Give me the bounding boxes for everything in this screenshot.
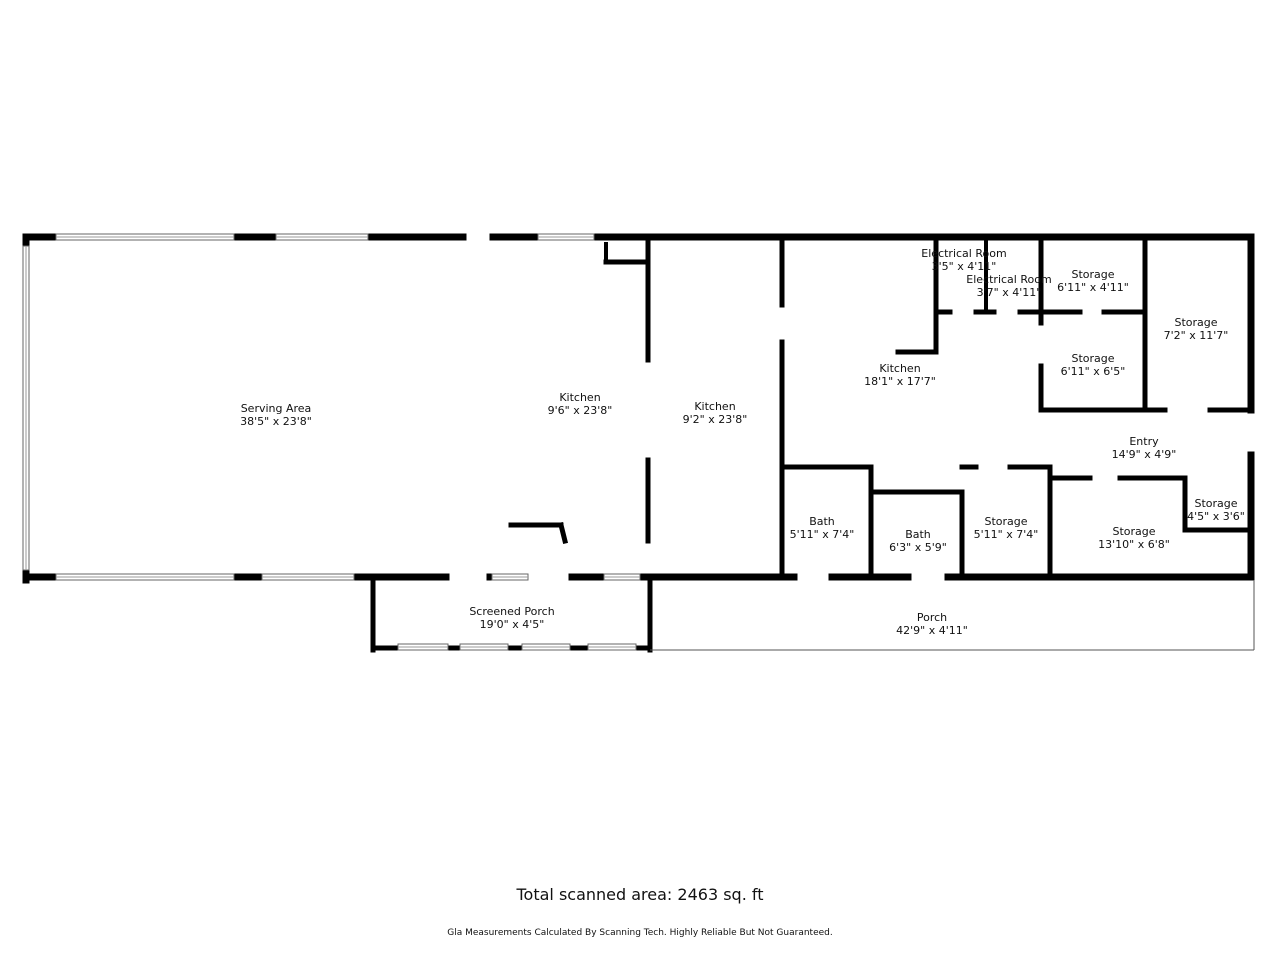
room-dimensions: 13'10" x 6'8" [1098,538,1170,551]
room-name: Storage [1174,316,1217,329]
room-name: Kitchen [559,391,600,404]
room-dimensions: 9'2" x 23'8" [683,413,748,426]
room-name: Bath [905,528,931,541]
room-dimensions: 38'5" x 23'8" [240,415,312,428]
room-dimensions: 18'1" x 17'7" [864,375,936,388]
room-name: Entry [1129,435,1159,448]
window [55,233,235,241]
windows [22,233,641,651]
window [261,573,355,581]
window [22,245,30,571]
room-dimensions: 9'6" x 23'8" [548,404,613,417]
room-name: Storage [1112,525,1155,538]
room-dimensions: 6'11" x 4'11" [1057,281,1129,294]
wall-segment [557,521,569,545]
room-dimensions: 3'7" x 4'11" [977,286,1042,299]
window [603,573,641,581]
window [275,233,369,241]
room-dimensions: 19'0" x 4'5" [480,618,545,631]
room-name: Serving Area [241,402,312,415]
room-dimensions: 7'2" x 11'7" [1164,329,1229,342]
room-name: Porch [917,611,947,624]
room-name: Storage [984,515,1027,528]
room-dimensions: 42'9" x 4'11" [896,624,968,637]
room-name: Storage [1194,497,1237,510]
room-dimensions: 5'11" x 7'4" [790,528,855,541]
window [521,643,571,651]
room-name: Screened Porch [469,605,554,618]
room-name: Storage [1071,352,1114,365]
window [491,573,529,581]
room-dimensions: 6'3" x 5'9" [889,541,947,554]
window [459,643,509,651]
measurement-disclaimer: Gla Measurements Calculated By Scanning … [447,928,833,938]
window [397,643,449,651]
walls [22,233,1255,653]
window [537,233,595,241]
room-dimensions: 3'5" x 4'11" [932,260,997,273]
room-name: Electrical Room [966,273,1051,286]
room-name: Storage [1071,268,1114,281]
room-name: Bath [809,515,835,528]
total-scanned-area: Total scanned area: 2463 sq. ft [516,885,764,904]
room-dimensions: 5'11" x 7'4" [974,528,1039,541]
room-name: Electrical Room [921,247,1006,260]
room-dimensions: 6'11" x 6'5" [1061,365,1126,378]
room-dimensions: 14'9" x 4'9" [1112,448,1177,461]
window [587,643,637,651]
porch-outline [650,580,1255,651]
room-dimensions: 4'5" x 3'6" [1187,510,1245,523]
room-name: Kitchen [879,362,920,375]
room-name: Kitchen [694,400,735,413]
window [55,573,235,581]
